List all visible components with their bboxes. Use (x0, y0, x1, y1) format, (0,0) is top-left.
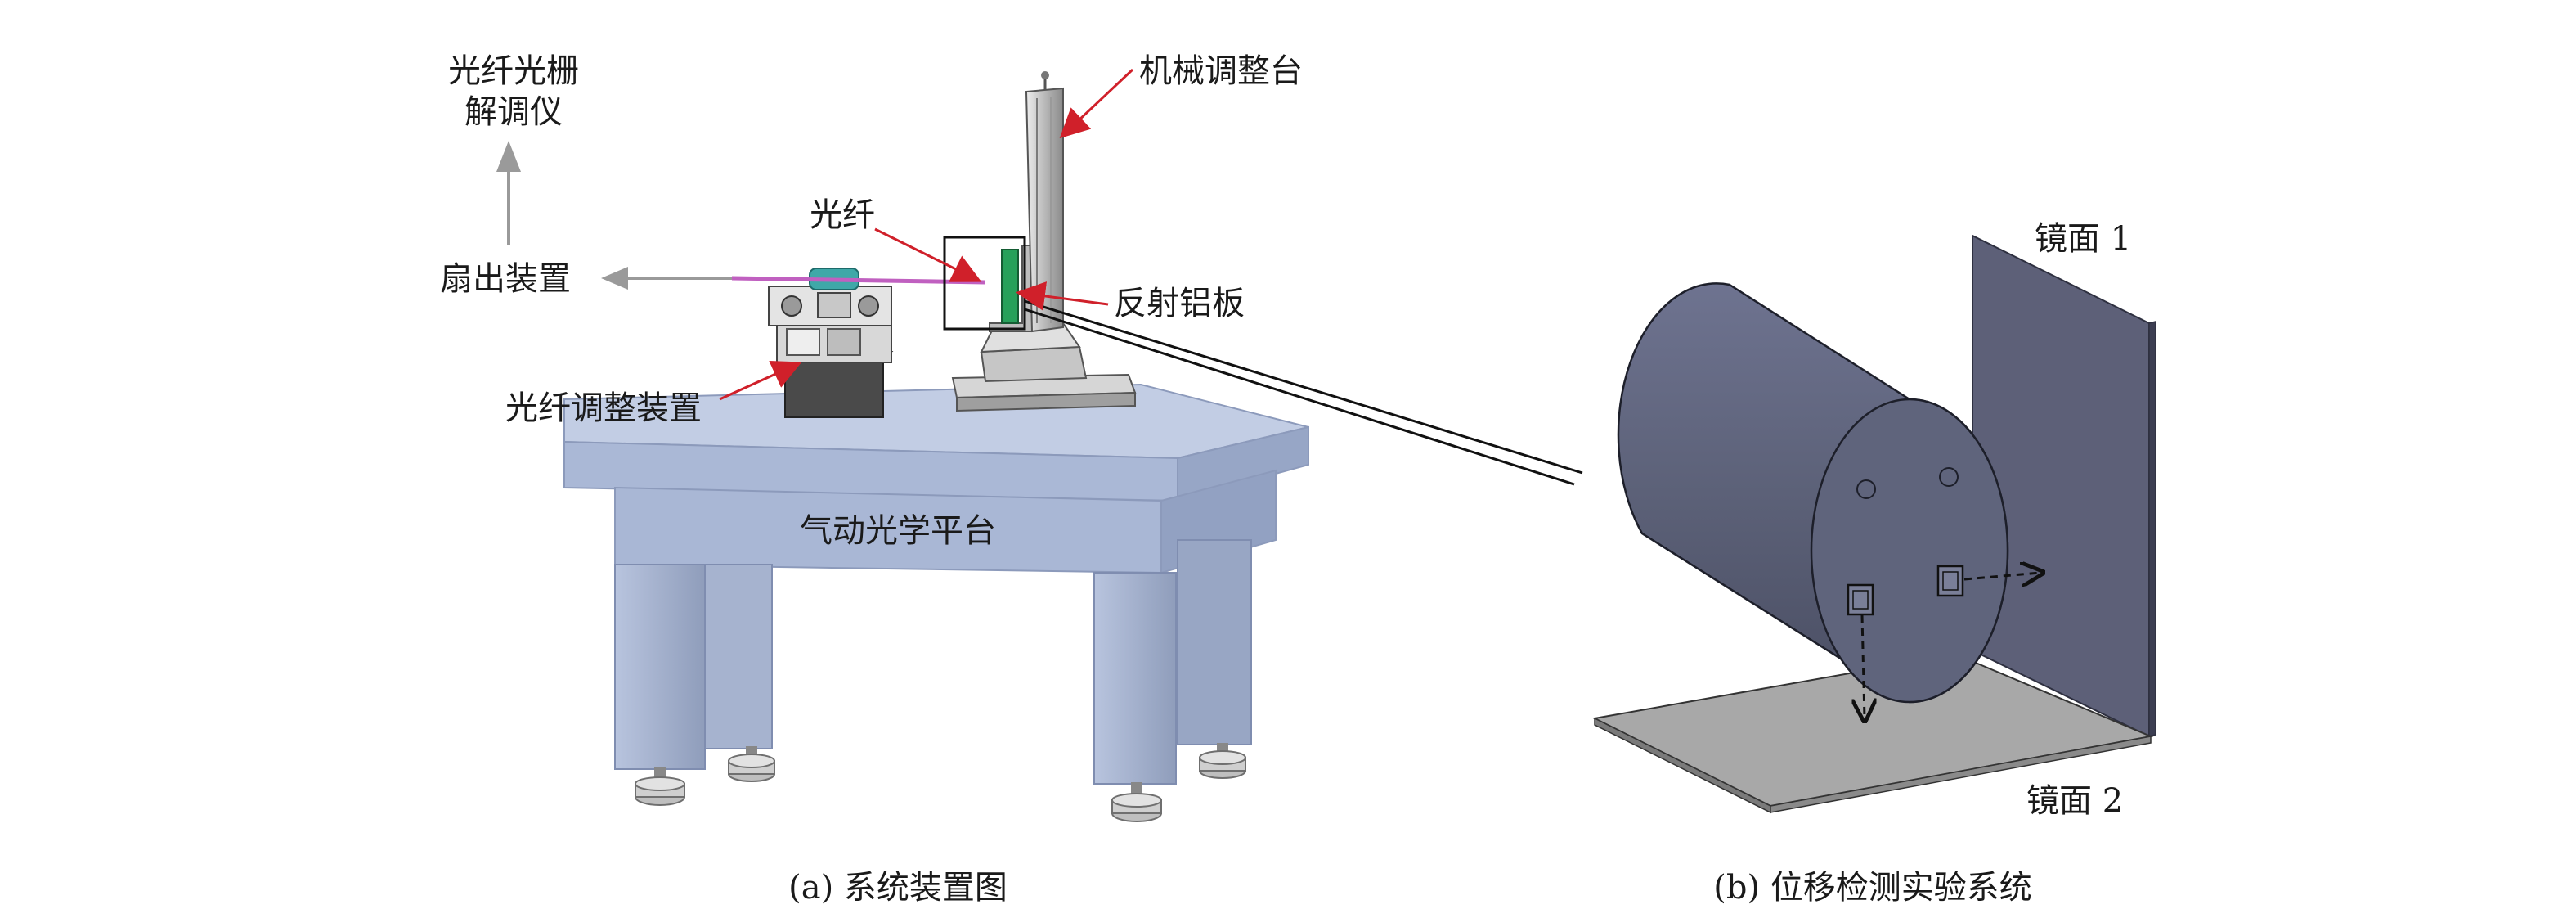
signal-arrows (496, 141, 732, 290)
leader-mech-stage (1059, 68, 1134, 139)
label-mirror-1: 镜面 1 (2035, 220, 2131, 258)
sensor-right (1936, 565, 1964, 597)
fan-out-arrow-head (601, 267, 628, 290)
zoom-line-upper (1024, 299, 1583, 475)
reflector-plate (1001, 249, 1019, 324)
optical-table (563, 383, 1309, 822)
fiber-adjust-device (768, 268, 894, 418)
fiber-line (731, 276, 986, 285)
table-right-edge (1177, 425, 1309, 502)
label-fiber-adjust: 光纤调整装置 (505, 389, 702, 427)
table-foot-2 (728, 746, 775, 782)
cylinder-hole-2 (1939, 467, 1959, 487)
label-optical-table: 气动光学平台 (800, 512, 996, 550)
mirror-1-edge (2148, 321, 2156, 737)
cylinder-hole-1 (1856, 479, 1876, 499)
panel-a: 光纤光栅 解调仪 扇出装置 光纤 机械调整台 反射铝板 光纤调整装置 气动光学平… (440, 52, 1583, 907)
label-demodulator-line1: 光纤光栅 (448, 52, 579, 90)
label-reflector: 反射铝板 (1114, 285, 1245, 322)
table-leg-back-right (1177, 539, 1252, 745)
label-mirror-2: 镜面 2 (2026, 782, 2123, 820)
panel-b: 镜面 1 镜面 2 (b) 位移检测实验系统 (1591, 220, 2156, 907)
label-fan-out: 扇出装置 (440, 260, 571, 298)
leader-fiber-adjust (719, 360, 802, 401)
leader-fiber (874, 227, 982, 282)
table-leg-front-right (1093, 572, 1177, 785)
zoom-line-lower (1024, 308, 1575, 486)
demodulator-arrow-head (496, 141, 521, 172)
measure-arrow-down (1862, 614, 1865, 718)
table-foot-3 (1111, 782, 1162, 822)
cylinder-end-face (1810, 398, 2009, 704)
caption-b: (b) 位移检测实验系统 (1713, 869, 2032, 907)
table-foot-1 (635, 767, 685, 806)
caption-a: (a) 系统装置图 (788, 869, 1008, 907)
label-demodulator-line2: 解调仪 (464, 93, 563, 131)
stage-tower (1025, 87, 1064, 333)
label-fiber: 光纤 (810, 196, 875, 234)
table-leg-front-left (614, 564, 706, 770)
label-mech-stage: 机械调整台 (1139, 52, 1303, 90)
cylinder (1617, 282, 2009, 704)
mechanical-stage (951, 71, 1137, 412)
table-leg-front-mid (704, 564, 773, 749)
leader-reflector (1016, 281, 1109, 311)
sensor-down (1847, 583, 1874, 616)
table-foot-4 (1199, 743, 1246, 779)
